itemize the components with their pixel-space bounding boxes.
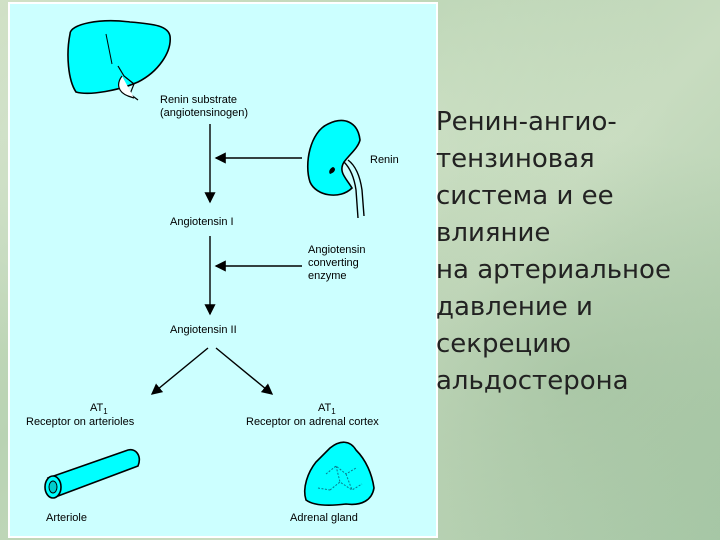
title-line-8: альдостерона — [436, 366, 629, 396]
label-angiotensin-1: Angiotensin I — [170, 216, 234, 228]
ace-line2: converting — [308, 257, 359, 269]
at1-right-sub: 1 — [331, 407, 336, 417]
liver-icon — [67, 19, 171, 101]
title-line-3: система и ее — [436, 181, 614, 211]
label-receptor-arterioles: Receptor on arterioles — [26, 416, 135, 428]
title-line-7: секрецию — [436, 329, 571, 359]
label-at1-right: AT1 — [318, 402, 336, 418]
label-angiotensin-2: Angiotensin II — [170, 324, 237, 336]
label-adrenal-gland: Adrenal gland — [290, 512, 358, 524]
label-arteriole: Arteriole — [46, 512, 87, 524]
label-at1-left: AT1 — [90, 402, 108, 418]
title-line-1: Ренин-ангио- — [436, 107, 617, 137]
kidney-icon — [306, 119, 365, 219]
label-receptor-adrenal: Receptor on adrenal cortex — [246, 416, 379, 428]
ace-line1: Angiotensin — [308, 244, 366, 256]
adrenal-gland-icon — [303, 441, 375, 506]
diagram-svg — [44, 19, 375, 506]
title-line-6: давление и — [436, 292, 593, 322]
slide-title: Ренин-ангио- тензиновая система и ее вли… — [436, 104, 720, 400]
renin-substrate-line1: Renin substrate — [160, 94, 238, 106]
ace-line3: enzyme — [308, 270, 347, 282]
at1-left-sub: 1 — [103, 407, 108, 417]
at1-right-text: AT — [318, 402, 332, 414]
arteriole-icon — [44, 448, 141, 499]
title-line-4: влияние — [436, 218, 551, 248]
diagram-panel: Renin substrate (angiotensinogen) Renin … — [8, 2, 438, 538]
arrow-to-adrenal — [215, 347, 274, 395]
label-renin: Renin — [370, 154, 399, 166]
renin-substrate-line2: (angiotensinogen) — [160, 107, 249, 119]
label-ace: Angiotensin converting enzyme — [308, 244, 366, 283]
label-renin-substrate: Renin substrate (angiotensinogen) — [160, 94, 248, 120]
title-line-2: тензиновая — [436, 144, 595, 174]
at1-left-text: AT — [90, 402, 104, 414]
arrow-to-arterioles — [150, 347, 209, 395]
title-line-5: на артериальное — [436, 255, 671, 285]
